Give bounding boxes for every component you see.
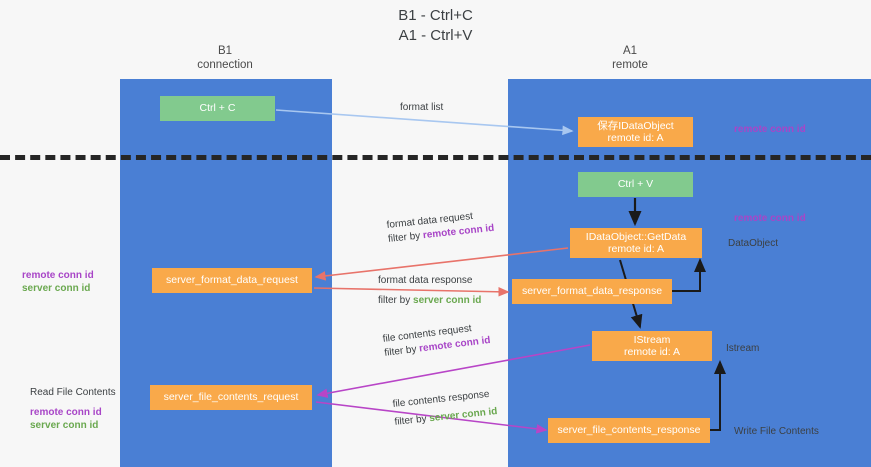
edge-label-fdreq-filter-prefix: filter by	[387, 230, 424, 245]
box-server-format-data-response[interactable]: server_format_data_response	[512, 279, 672, 304]
edge-label-fcreq-filter-prefix: filter by	[383, 343, 420, 359]
box-sfcresp-label: server_file_contents_response	[557, 424, 701, 437]
edge-label-fcresp-filter-key: server conn id	[428, 406, 498, 425]
title-line-2: A1 - Ctrl+V	[398, 27, 473, 44]
box-ctrl-v-label: Ctrl + V	[617, 178, 654, 191]
box-ctrl-v[interactable]: Ctrl + V	[578, 172, 693, 197]
edge-label-format-data-request: format data request filter by remote con…	[386, 208, 495, 247]
annotation-left-server-conn-id-b: server conn id	[30, 420, 99, 431]
box-idataobject-getdata[interactable]: IDataObject::GetData remote id: A	[570, 228, 702, 258]
edge-label-file-contents-response: file contents response filter by server …	[392, 387, 498, 430]
edge-label-fcresp-filter-prefix: filter by	[393, 413, 430, 428]
edge-label-format-list: format list	[400, 101, 443, 115]
column-header-a1: A1 remote	[550, 45, 710, 72]
column-header-a1-role: remote	[612, 58, 648, 71]
box-server-file-contents-response[interactable]: server_file_contents_response	[548, 418, 710, 443]
box-istream-line2: remote id: A	[623, 346, 681, 358]
phase-separator	[0, 155, 871, 160]
box-server-file-contents-request[interactable]: server_file_contents_request	[150, 385, 312, 410]
edge-label-fdresp-title: format data response	[378, 275, 473, 286]
box-ctrl-c[interactable]: Ctrl + C	[160, 96, 275, 121]
column-header-b1: B1 connection	[155, 45, 295, 72]
box-sfcreq-label: server_file_contents_request	[163, 391, 299, 404]
edge-label-file-contents-request: file contents request filter by remote c…	[382, 320, 491, 361]
box-istream[interactable]: IStream remote id: A	[592, 331, 712, 361]
edge-label-format-data-response: format data response filter by server co…	[378, 274, 481, 308]
box-server-format-data-request[interactable]: server_format_data_request	[152, 268, 312, 293]
annotation-left-read-file-contents-group: Read File Contents remote conn id server…	[30, 386, 116, 432]
box-save-idataobject-line1: 保存IDataObject	[597, 119, 674, 132]
column-header-b1-role: connection	[197, 58, 253, 71]
edge-label-format-list-text: format list	[400, 102, 444, 113]
box-save-idataobject-line2: remote id: A	[607, 132, 664, 144]
annotation-left-remote-conn-id-b: remote conn id	[30, 407, 102, 418]
box-getdata-line1: IDataObject::GetData	[585, 230, 687, 243]
box-ctrl-c-label: Ctrl + C	[199, 102, 236, 115]
annotation-write-file-contents: Write File Contents	[734, 426, 819, 437]
edge-label-fdresp-filter: filter by server conn id	[378, 294, 481, 308]
box-sfdreq-label: server_format_data_request	[166, 274, 298, 287]
annotation-left-server-conn-id-a: server conn id	[22, 283, 91, 294]
edge-label-fdresp-filter-prefix: filter by	[378, 295, 414, 306]
edge-label-fdresp-filter-key: server conn id	[413, 295, 482, 306]
title-line-1: B1 - Ctrl+C	[398, 7, 473, 24]
box-save-idataobject[interactable]: 保存IDataObject remote id: A	[578, 117, 693, 147]
column-header-b1-name: B1	[217, 45, 233, 57]
annotation-read-file-contents: Read File Contents	[30, 387, 116, 398]
annotation-dataobject: DataObject	[728, 238, 779, 249]
annotation-remote-conn-id-mid: remote conn id	[734, 213, 806, 224]
box-sfdresp-label: server_format_data_response	[521, 285, 663, 298]
annotation-istream: Istream	[726, 343, 760, 354]
annotation-remote-conn-id-top: remote conn id	[734, 124, 806, 135]
annotation-left-remote-conn-id-a: remote conn id	[22, 270, 94, 281]
box-istream-line1: IStream	[633, 333, 671, 346]
column-header-a1-name: A1	[622, 45, 638, 57]
diagram-title: B1 - Ctrl+C A1 - Ctrl+V	[0, 6, 871, 46]
annotation-left-conn-ids-top: remote conn id server conn id	[22, 269, 94, 295]
box-getdata-line2: remote id: A	[607, 243, 665, 255]
